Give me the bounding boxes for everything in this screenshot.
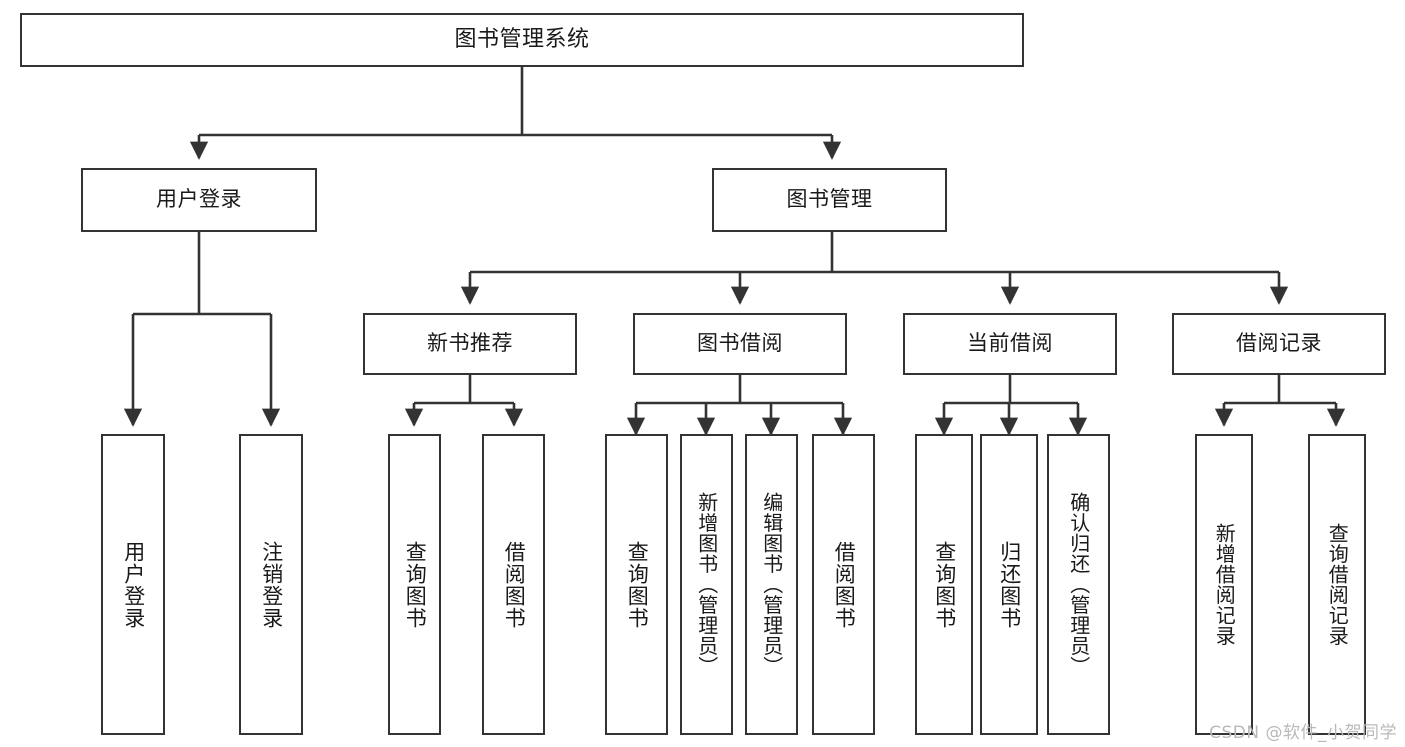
leaf-query-book-borrow[interactable]: 查询图书 bbox=[605, 434, 668, 735]
node-new-book-recommend[interactable]: 新书推荐 bbox=[363, 313, 577, 375]
node-label: 借阅图书 bbox=[502, 540, 527, 629]
node-label: 借阅图书 bbox=[832, 540, 857, 629]
node-borrow-records[interactable]: 借阅记录 bbox=[1172, 313, 1386, 375]
node-label: 新增借阅记录 bbox=[1212, 523, 1237, 646]
watermark: CSDN @软件_小贺同学 bbox=[1209, 723, 1397, 743]
node-current-borrow[interactable]: 当前借阅 bbox=[903, 313, 1117, 375]
leaf-query-borrow-record[interactable]: 查询借阅记录 bbox=[1308, 434, 1366, 735]
node-label: 借阅记录 bbox=[1236, 331, 1322, 356]
node-label: 用户登录 bbox=[156, 187, 242, 212]
leaf-user-login[interactable]: 用户登录 bbox=[101, 434, 165, 735]
node-label: 当前借阅 bbox=[967, 331, 1053, 356]
node-book-management[interactable]: 图书管理 bbox=[712, 168, 947, 232]
leaf-query-book-newbook[interactable]: 查询图书 bbox=[388, 434, 441, 735]
node-label: 确认归还（管理员） bbox=[1066, 492, 1091, 677]
node-label: 新书推荐 bbox=[427, 331, 513, 356]
leaf-borrow-book[interactable]: 借阅图书 bbox=[812, 434, 875, 735]
leaf-borrow-book-newbook[interactable]: 借阅图书 bbox=[482, 434, 545, 735]
node-label: 归还图书 bbox=[997, 540, 1022, 629]
leaf-return-book[interactable]: 归还图书 bbox=[980, 434, 1038, 735]
node-label: 图书管理 bbox=[786, 187, 873, 212]
node-label: 注销登录 bbox=[259, 540, 284, 629]
leaf-add-book-admin[interactable]: 新增图书（管理员） bbox=[680, 434, 733, 735]
node-label: 用户登录 bbox=[121, 540, 146, 629]
leaf-confirm-return-admin[interactable]: 确认归还（管理员） bbox=[1047, 434, 1110, 735]
node-label: 图书管理系统 bbox=[454, 26, 590, 52]
leaf-logout[interactable]: 注销登录 bbox=[239, 434, 303, 735]
node-label: 新增图书（管理员） bbox=[694, 492, 719, 677]
node-user-login[interactable]: 用户登录 bbox=[81, 168, 317, 232]
node-label: 编辑图书（管理员） bbox=[759, 492, 784, 677]
node-label: 查询图书 bbox=[932, 540, 957, 629]
leaf-query-book-current[interactable]: 查询图书 bbox=[915, 434, 973, 735]
leaf-add-borrow-record[interactable]: 新增借阅记录 bbox=[1195, 434, 1253, 735]
node-label: 查询图书 bbox=[625, 540, 650, 629]
node-label: 查询图书 bbox=[403, 540, 428, 629]
leaf-edit-book-admin[interactable]: 编辑图书（管理员） bbox=[745, 434, 798, 735]
node-label: 查询借阅记录 bbox=[1325, 523, 1350, 646]
node-book-borrow[interactable]: 图书借阅 bbox=[633, 313, 847, 375]
node-label: 图书借阅 bbox=[697, 331, 783, 356]
node-root[interactable]: 图书管理系统 bbox=[20, 13, 1024, 67]
